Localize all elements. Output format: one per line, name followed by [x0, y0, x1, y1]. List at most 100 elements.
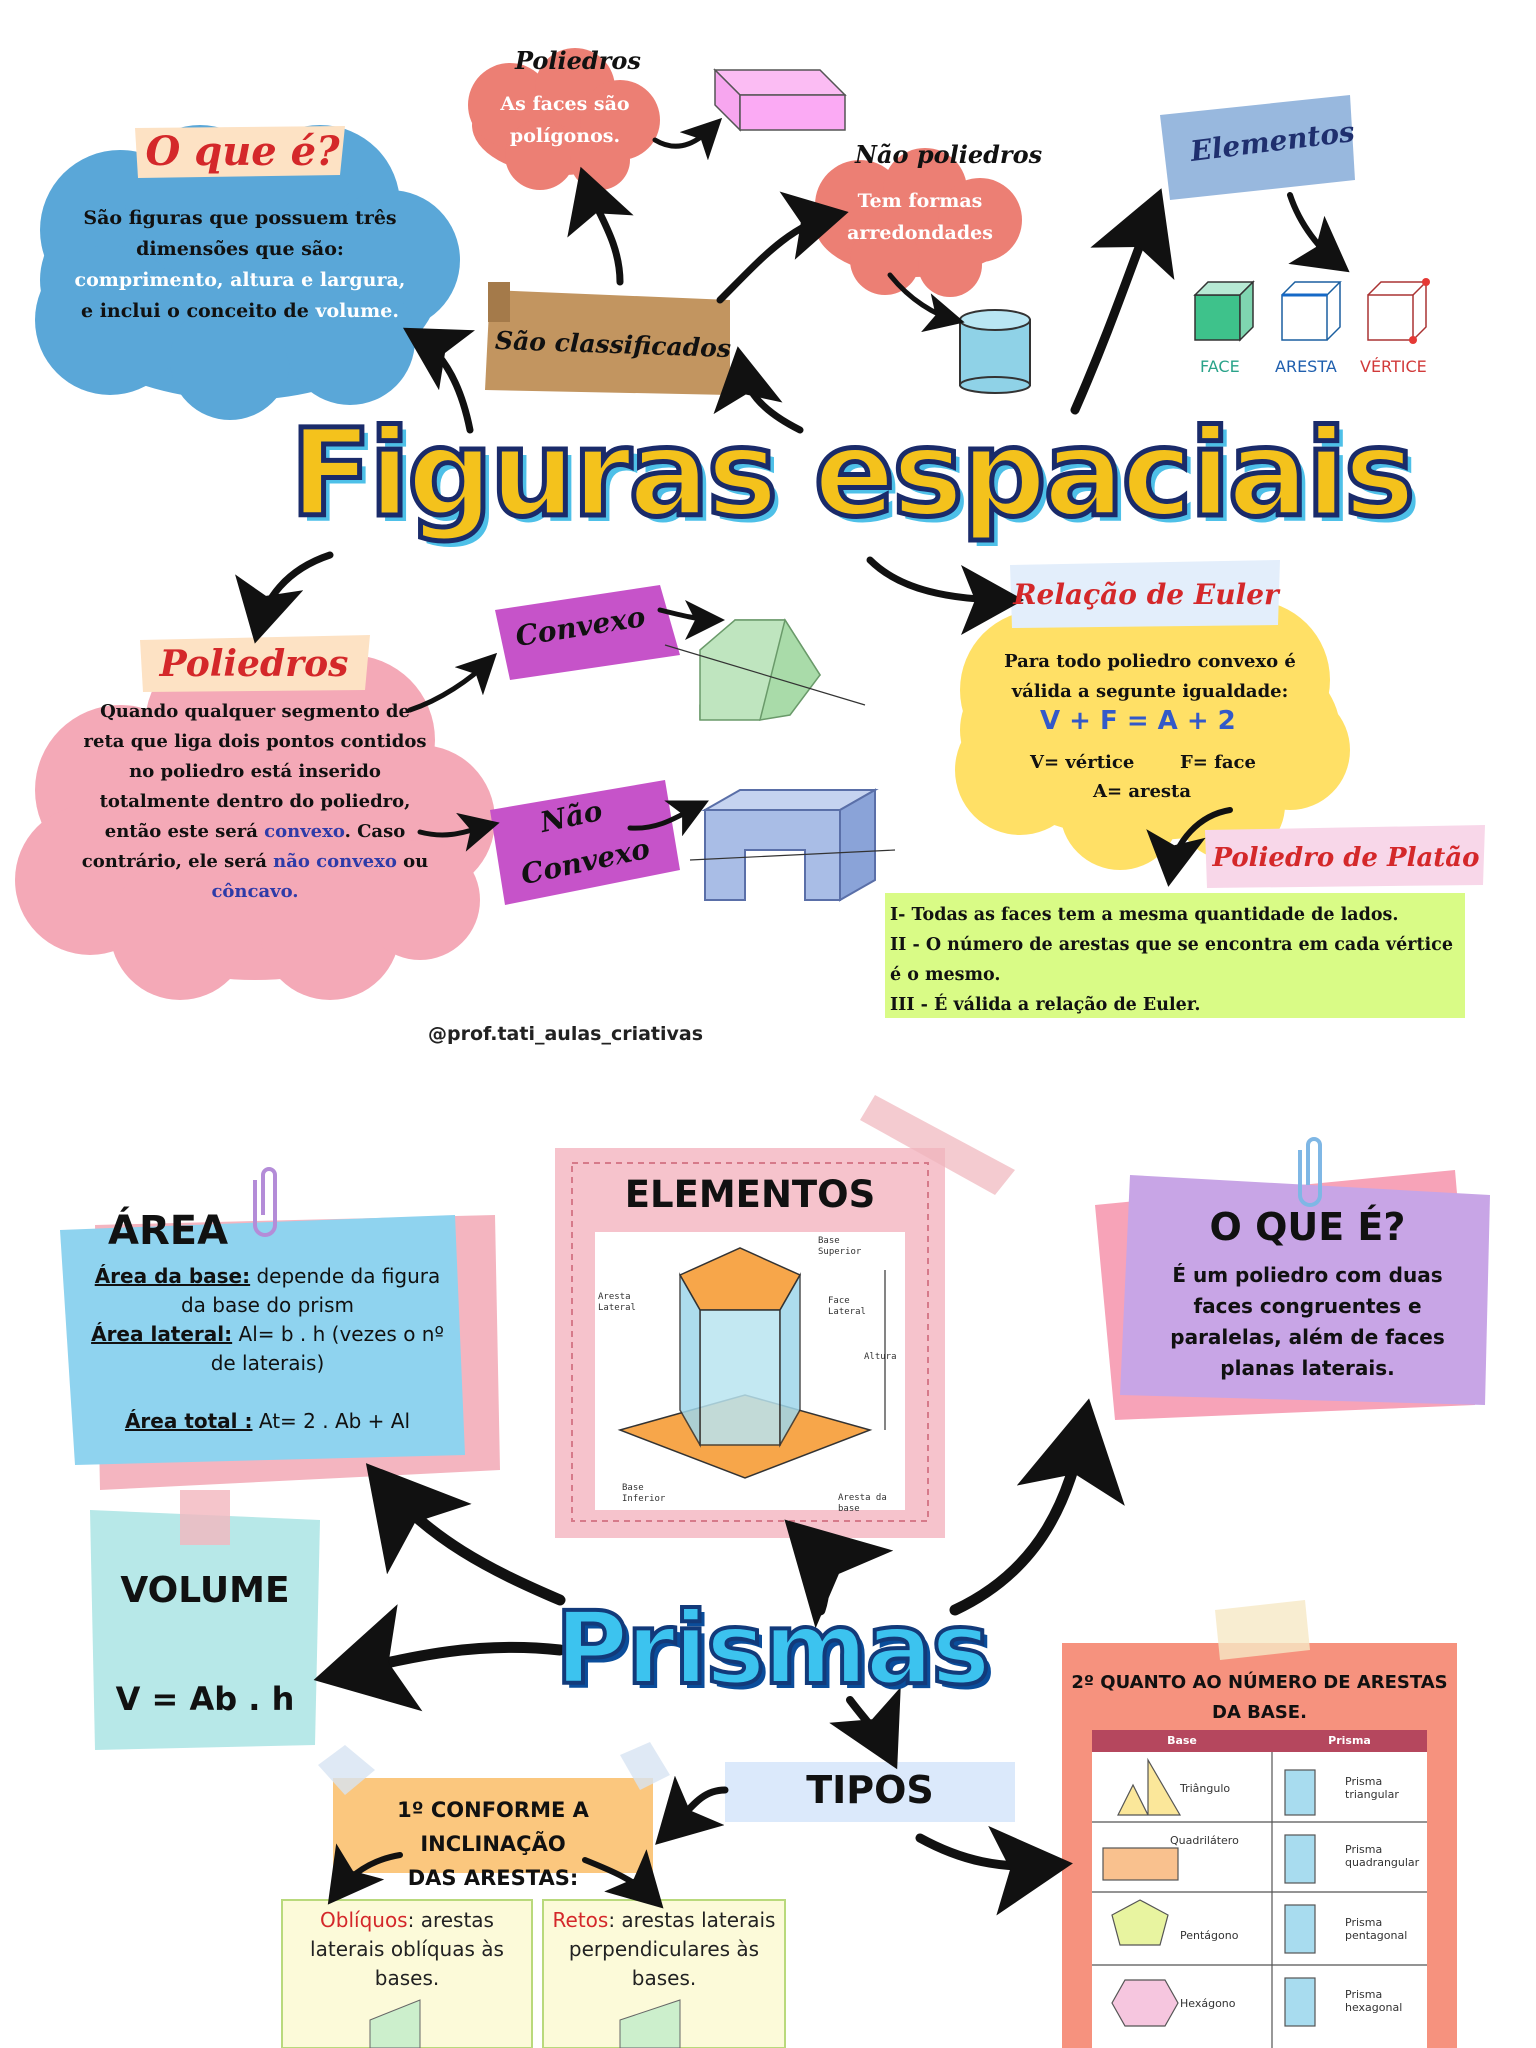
volume-title: VOLUME — [120, 1570, 290, 1611]
label-height: Altura — [864, 1352, 897, 1362]
right-line-part: : arestas laterais — [608, 1908, 776, 1932]
euler-line: válida a segunte igualdade: — [1011, 681, 1289, 702]
right-text: Retos: arestas laterais perpendiculares … — [543, 1906, 785, 1993]
euler-formula: V + F = A + 2 — [1040, 706, 1236, 736]
non-convex-shape — [689, 788, 896, 902]
area-line-part: At= 2 . Ab + Al — [252, 1409, 411, 1433]
by-edges-line: DA BASE. — [1212, 1702, 1307, 1723]
col-prism-header: Prisma — [1328, 1734, 1371, 1747]
vertex-label: VÉRTICE — [1360, 357, 1427, 376]
oblique-line-part: : arestas — [407, 1908, 494, 1932]
area-line: de laterais) — [210, 1351, 325, 1375]
prisms-title: Prismas — [553, 1588, 993, 1709]
by-edges-title: 2º QUANTO AO NÚMERO DE ARESTAS DA BASE. — [1062, 1668, 1457, 1728]
plato-box — [885, 893, 1465, 1018]
edge-cube — [1281, 281, 1342, 341]
polyhedra-line: reta que liga dois pontos contidos — [83, 731, 427, 752]
polyhedra-text: Quando qualquer segmento de reta que lig… — [70, 697, 440, 907]
area-line-part: Al= b . h (vezes o nº — [232, 1322, 444, 1346]
table-base-cell: Triângulo — [1180, 1782, 1231, 1795]
what-is-line-part: e inclui o conceito de — [80, 300, 316, 322]
non-convex-highlight: não convexo — [273, 851, 397, 872]
area-line-part: depende da figura — [250, 1264, 441, 1288]
euler-text: Para todo poliedro convexo é válida a se… — [980, 647, 1320, 707]
table-base-cell: Quadrilátero — [1170, 1834, 1239, 1847]
paperclip-icon — [253, 1167, 277, 1237]
what-is-line: dimensões que são: — [136, 238, 344, 260]
col-base-header: Base — [1167, 1734, 1197, 1747]
plato-title: Poliedro de Platão — [1212, 843, 1480, 873]
area-text: Área da base: depende da figura da base … — [75, 1262, 460, 1436]
euler-banner — [1010, 560, 1280, 628]
what-is-prism-line: faces congruentes e — [1193, 1294, 1422, 1318]
plato-line: II - O número de arestas que se encontra… — [890, 935, 1453, 955]
polyhedra-title: Poliedros — [159, 643, 349, 685]
area-line: Área total : At= 2 . Ab + Al — [75, 1407, 460, 1436]
types-label: TIPOS — [806, 1768, 934, 1812]
plato-line: III - É válida a relação de Euler. — [890, 995, 1201, 1015]
what-is-banner — [135, 126, 345, 178]
euler-legend-a: A= aresta — [1093, 781, 1192, 802]
bottom-arrows — [313, 1398, 1125, 1916]
right-line: Retos: arestas laterais — [543, 1906, 785, 1935]
polyhedra-top-label: Poliedros — [515, 46, 641, 75]
table-prism-cell: Prisma hexagonal — [1345, 1988, 1403, 2014]
what-is-prism-line: É um poliedro com duas — [1172, 1263, 1443, 1287]
table-base-cell: Hexágono — [1180, 1997, 1236, 2010]
what-is-prism-text: É um poliedro com duas faces congruentes… — [1130, 1260, 1485, 1384]
non-polyhedra-label: Não poliedros — [855, 140, 1043, 169]
polyhedra-top-text: As faces são polígonos. — [490, 88, 640, 152]
polyhedra-line-part: contrário, ele será — [81, 851, 274, 872]
paperclip-icon-2 — [1298, 1137, 1322, 1207]
polyhedra-line: côncavo. — [211, 881, 299, 902]
by-edges-line: 2º QUANTO AO NÚMERO DE ARESTAS — [1071, 1672, 1448, 1693]
edge-label: ARESTA — [1275, 357, 1337, 376]
inclination-line: DAS ARESTAS: — [407, 1866, 579, 1890]
credit-handle: @prof.tati_aulas_criativas — [428, 1023, 704, 1045]
label-top-base: Base Superior — [818, 1236, 862, 1257]
non-polyhedra-line: arredondades — [847, 222, 993, 244]
table-prism-cell: Prisma triangular — [1345, 1775, 1399, 1801]
non-polyhedra-line: Tem formas — [857, 190, 983, 212]
face-label: FACE — [1200, 357, 1240, 376]
right-word: Retos — [552, 1908, 609, 1932]
table-base-cell: Pentágono — [1180, 1929, 1239, 1942]
volume-highlight: volume. — [315, 300, 399, 322]
right-line: bases. — [631, 1966, 697, 1990]
polyhedra-line: Quando qualquer segmento de — [100, 701, 410, 722]
what-is-text: São figuras que possuem três dimensões q… — [45, 203, 435, 327]
what-is-title: O que é? — [145, 128, 340, 175]
what-is-prism-line: paralelas, além de faces — [1170, 1325, 1445, 1349]
oblique-word: Oblíquos — [320, 1908, 408, 1932]
label-side-face: Face Lateral — [828, 1296, 866, 1317]
plato-line: I- Todas as faces tem a mesma quantidade… — [890, 905, 1399, 925]
area-lateral-label: Área lateral: — [91, 1322, 233, 1346]
area-card — [60, 1215, 465, 1465]
table-prism-cell: Prisma pentagonal — [1345, 1916, 1408, 1942]
area-line: Área lateral: Al= b . h (vezes o nº — [75, 1320, 460, 1349]
polyhedra-line: totalmente dentro do poliedro, — [99, 791, 411, 812]
what-is-prism-line: planas laterais. — [1220, 1356, 1395, 1380]
polyhedra-line: então este será convexo. Caso — [70, 817, 440, 847]
what-is-line: e inclui o conceito de volume. — [45, 296, 435, 327]
inclination-text: 1º CONFORME A INCLINAÇÃO DAS ARESTAS: — [333, 1793, 653, 1895]
vertex-cube — [1367, 278, 1430, 344]
convex-prism-shape — [664, 618, 866, 721]
oblique-text: Oblíquos: arestas laterais oblíquas às b… — [282, 1906, 532, 1993]
types-ribbon — [725, 1762, 1015, 1822]
area-line: Área da base: depende da figura — [75, 1262, 460, 1291]
oblique-line: Oblíquos: arestas — [282, 1906, 532, 1935]
polyhedra-top-line: As faces são — [500, 93, 630, 115]
table-shapes — [1092, 1752, 1427, 2048]
volume-card — [90, 1510, 320, 1750]
euler-title: Relação de Euler — [1013, 578, 1279, 611]
polyhedra-top-line: polígonos. — [509, 125, 621, 147]
cylinder-shape — [959, 309, 1031, 394]
label-side-edge: Aresta Lateral — [598, 1292, 636, 1313]
classified-tag — [485, 290, 730, 395]
polyhedra-cloud — [15, 640, 495, 1000]
plato-text: I- Todas as faces tem a mesma quantidade… — [890, 900, 1465, 1020]
polyhedra-line-part: . Caso — [344, 821, 406, 842]
what-is-card — [1120, 1175, 1490, 1405]
non-convex-tag — [490, 780, 680, 905]
